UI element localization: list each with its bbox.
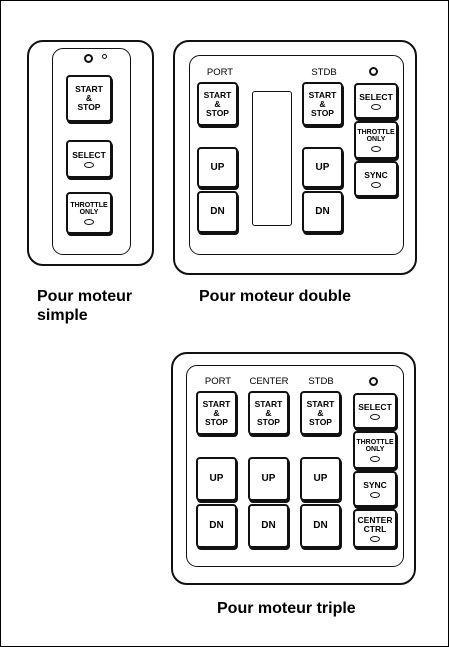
triple-indicator-light — [369, 377, 378, 386]
triple-center-start-stop-button[interactable]: START & STOP — [248, 391, 289, 435]
triple-center-dn-label: DN — [261, 520, 276, 531]
triple-stdb-label: STDB — [308, 376, 334, 387]
single-caption: Pour moteur simple — [37, 287, 132, 325]
triple-sync-label: SYNC — [363, 479, 387, 490]
double-stdb-dn-button[interactable]: DN — [302, 191, 343, 233]
single-throttle-only-button[interactable]: THROTTLE ONLY — [66, 192, 112, 234]
double-stdb-up-label: UP — [315, 161, 330, 173]
double-port-label: PORT — [206, 67, 234, 78]
double-indicator-light — [369, 67, 378, 76]
triple-center-ctrl-button[interactable]: CENTER CTRL — [353, 509, 397, 548]
single-select-button[interactable]: SELECT — [66, 140, 112, 178]
triple-stdb-start-stop-label: START & STOP — [306, 398, 335, 427]
triple-port-label: PORT — [204, 376, 232, 387]
triple-port-up-label: UP — [209, 473, 224, 484]
double-port-dn-button[interactable]: DN — [197, 191, 238, 233]
double-throttle-only-led — [371, 145, 381, 152]
triple-throttle-only-label: THROTTLE ONLY — [356, 438, 394, 454]
triple-throttle-only-button[interactable]: THROTTLE ONLY — [353, 431, 397, 469]
double-sync-label: SYNC — [364, 169, 388, 180]
triple-center-start-stop-label: START & STOP — [254, 398, 283, 427]
triple-select-label: SELECT — [358, 401, 392, 412]
triple-port-up-button[interactable]: UP — [196, 457, 237, 501]
double-center-slot — [252, 91, 292, 226]
triple-port-start-stop-label: START & STOP — [202, 398, 231, 427]
double-stdb-up-button[interactable]: UP — [302, 147, 343, 188]
double-port-up-button[interactable]: UP — [197, 147, 238, 188]
triple-stdb-start-stop-button[interactable]: START & STOP — [300, 391, 341, 435]
triple-stdb-up-button[interactable]: UP — [300, 457, 341, 501]
triple-stdb-dn-label: DN — [313, 520, 328, 531]
triple-sync-button[interactable]: SYNC — [353, 471, 397, 507]
single-indicator-dot — [102, 54, 107, 59]
triple-center-up-button[interactable]: UP — [248, 457, 289, 501]
single-caption-line1: Pour moteur — [37, 288, 133, 305]
single-start-stop-label: START & STOP — [75, 84, 103, 112]
triple-center-label: CENTER — [249, 376, 289, 387]
triple-stdb-dn-button[interactable]: DN — [300, 504, 341, 548]
single-caption-line2: simple — [37, 307, 88, 324]
single-start-stop-button[interactable]: START & STOP — [66, 75, 112, 122]
triple-port-dn-button[interactable]: DN — [196, 504, 237, 548]
single-select-label: SELECT — [72, 149, 106, 160]
double-port-up-label: UP — [210, 161, 225, 173]
double-stdb-label: STDB — [311, 67, 337, 78]
triple-center-dn-button[interactable]: DN — [248, 504, 289, 548]
double-select-label: SELECT — [359, 91, 393, 102]
double-port-start-stop-label: START & STOP — [203, 89, 232, 118]
triple-select-led — [370, 413, 380, 420]
triple-port-start-stop-button[interactable]: START & STOP — [196, 391, 237, 435]
double-select-button[interactable]: SELECT — [354, 83, 398, 119]
double-select-led — [371, 103, 381, 110]
double-port-dn-label: DN — [210, 206, 225, 217]
triple-stdb-up-label: UP — [313, 473, 328, 484]
double-sync-button[interactable]: SYNC — [354, 161, 398, 197]
double-caption: Pour moteur double — [199, 288, 351, 305]
double-sync-led — [371, 181, 381, 188]
triple-center-ctrl-label: CENTER CTRL — [357, 514, 393, 534]
double-port-start-stop-button[interactable]: START & STOP — [197, 82, 238, 126]
triple-center-up-label: UP — [261, 473, 276, 484]
triple-throttle-only-led — [370, 455, 380, 462]
triple-caption: Pour moteur triple — [217, 600, 356, 617]
triple-sync-led — [370, 491, 380, 498]
single-select-led — [84, 161, 94, 168]
double-stdb-start-stop-label: START & STOP — [308, 89, 337, 118]
single-throttle-only-label: THROTTLE ONLY — [70, 201, 108, 217]
double-throttle-only-label: THROTTLE ONLY — [357, 128, 395, 144]
single-indicator-light — [84, 54, 93, 63]
triple-port-dn-label: DN — [209, 520, 224, 531]
triple-center-ctrl-led — [370, 535, 380, 542]
triple-select-button[interactable]: SELECT — [353, 393, 397, 429]
double-stdb-dn-label: DN — [315, 206, 330, 217]
double-stdb-start-stop-button[interactable]: START & STOP — [302, 82, 343, 126]
single-throttle-only-led — [84, 218, 94, 225]
double-throttle-only-button[interactable]: THROTTLE ONLY — [354, 121, 398, 159]
